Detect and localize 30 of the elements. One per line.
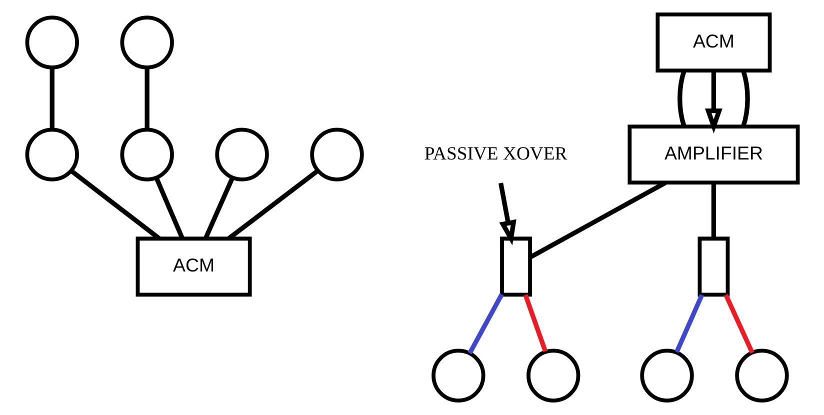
node-circle <box>120 128 174 182</box>
node-box: AMPLIFIER <box>627 124 800 185</box>
connector <box>144 68 149 130</box>
node-circle <box>431 348 485 402</box>
connector <box>710 183 716 238</box>
node-text: PASSIVE XOVER <box>424 143 567 164</box>
node-circle <box>526 348 580 402</box>
connector <box>154 177 184 240</box>
connector <box>677 70 686 128</box>
node-circle <box>734 348 788 402</box>
node-circle <box>24 16 78 70</box>
arrow <box>498 182 516 246</box>
connector <box>467 293 504 354</box>
connector <box>522 294 548 352</box>
connector <box>528 180 666 260</box>
node-circle <box>24 128 78 182</box>
connector <box>740 70 750 128</box>
node-circle <box>310 128 364 182</box>
connector <box>674 294 704 353</box>
node-circle <box>214 128 268 182</box>
connector <box>49 68 54 130</box>
node-circle <box>640 348 694 402</box>
node-box: ACM <box>135 236 252 297</box>
node-box <box>500 236 532 297</box>
node-box <box>697 236 730 297</box>
node-box: ACM <box>655 12 772 72</box>
connector <box>723 294 754 354</box>
node-circle <box>120 16 174 70</box>
connector <box>202 176 234 240</box>
arrow <box>704 70 722 134</box>
